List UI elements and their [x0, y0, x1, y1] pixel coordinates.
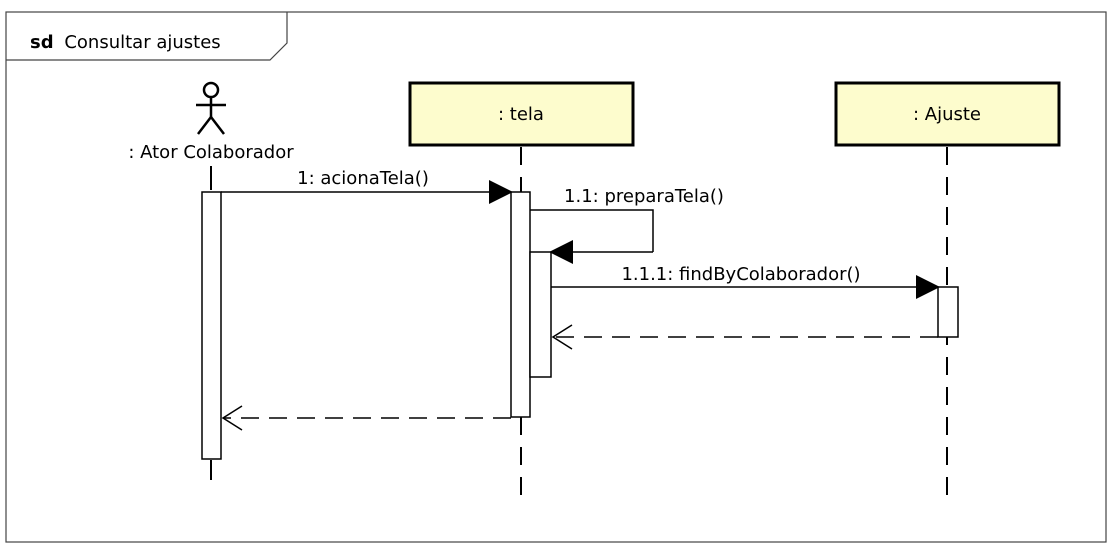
- message-label-1-1: 1.1: preparaTela(): [564, 186, 724, 207]
- message-label-1-1-1: 1.1.1: findByColaborador(): [621, 264, 860, 285]
- activation-tela: [510, 191, 531, 418]
- return-arrowhead-tela: [221, 405, 243, 431]
- diagram-frame: [5, 11, 1107, 543]
- lifeline-head-tela: [408, 81, 635, 147]
- activation-tela-nested: [529, 251, 552, 378]
- activation-actor: [201, 191, 222, 460]
- return-arrowhead-ajuste: [551, 324, 573, 350]
- frame-title-text: Consultar ajustes: [64, 32, 220, 53]
- frame-title-tab: [6, 12, 288, 61]
- activation-ajuste: [937, 286, 959, 338]
- frame-keyword: sd: [30, 32, 54, 53]
- actor-icon: [196, 81, 226, 135]
- message-self-line-1-1: [530, 209, 654, 252]
- lifeline-label-ajuste: : Ajuste: [913, 104, 981, 125]
- lifeline-label-tela: : tela: [498, 104, 544, 125]
- frame-title: sd Consultar ajustes: [30, 32, 221, 53]
- actor-label: : Ator Colaborador: [128, 142, 294, 163]
- lifeline-head-ajuste: [834, 81, 1061, 147]
- message-label-1: 1: acionaTela(): [297, 168, 429, 189]
